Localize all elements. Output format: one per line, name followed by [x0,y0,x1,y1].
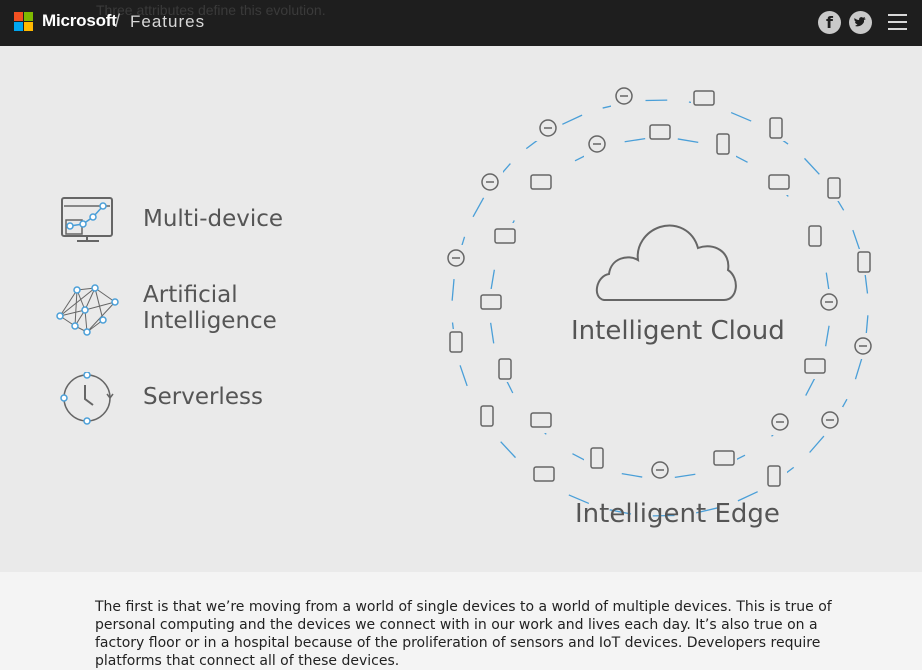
breadcrumb-separator: / [115,11,120,32]
tools-icon [478,289,504,315]
robot-arm-icon [531,461,557,487]
airplane-icon [816,289,842,315]
hero-section: Multi-device Artificial Intelligence [0,46,922,572]
intelligent-cloud-label: Intelligent Cloud [571,316,785,346]
person-icon [821,175,847,201]
twitter-icon[interactable] [849,11,872,34]
ring-segment [460,365,467,386]
thermostat-icon [647,457,673,483]
hamburger-menu-icon[interactable] [888,13,908,31]
key-icon [611,83,637,109]
ring-segment [678,139,698,142]
brand-name[interactable]: Microsoft [42,11,117,31]
game-controller-icon [850,333,876,359]
ring-segment [491,323,494,344]
ring-segment [810,436,824,452]
ring-segment [625,139,646,142]
monitor-icon [528,407,554,433]
ring-segment [853,230,860,251]
ring-segment [855,358,861,379]
cloud-icon [597,226,736,300]
card-reader-icon [766,169,792,195]
building-icon [767,409,793,435]
ring-segment [804,158,819,174]
hand-sensor-icon [851,249,877,275]
shopping-cart-icon [474,403,500,429]
ring-segment [622,474,642,477]
ring-segment [473,198,484,217]
barcode-scanner-icon [443,245,469,271]
facebook-icon[interactable]: f [818,11,841,34]
ring-segment [675,474,696,477]
robot-icon [802,223,828,249]
ring-segment [731,113,751,122]
ring-segment [501,442,516,458]
phone-icon [710,131,736,157]
ring-segment [806,377,816,395]
gauge-icon [817,407,843,433]
microsoft-logo-icon[interactable] [14,12,34,32]
intelligent-cloud-edge-diagram [0,46,922,572]
smart-lock-icon [761,463,787,489]
drone-icon [584,445,610,471]
breadcrumb-features[interactable]: Features [130,12,205,32]
ring-segment [562,115,582,124]
ring-segment [452,279,454,301]
ring-segment [826,326,829,346]
ring-segment [865,272,868,294]
location-pin-icon [763,115,789,141]
ring-segment [491,270,494,290]
vr-headset-icon [492,223,518,249]
car-icon [528,169,554,195]
newspaper-icon [477,169,503,195]
gear-icon [443,329,469,355]
train-icon [802,353,828,379]
tablet-icon [584,131,610,157]
intelligent-edge-label: Intelligent Edge [575,499,780,529]
heart-monitor-icon [691,85,717,111]
body-paragraph: The first is that we’re moving from a wo… [95,598,855,670]
thermometer-icon [535,115,561,141]
device-icons [443,83,877,489]
factory-icon [492,356,518,382]
laptop-icon [647,119,673,145]
chip-icon [711,445,737,471]
top-navigation-bar: Three attributes define this evolution. … [0,0,922,46]
connection-lines [452,100,868,516]
